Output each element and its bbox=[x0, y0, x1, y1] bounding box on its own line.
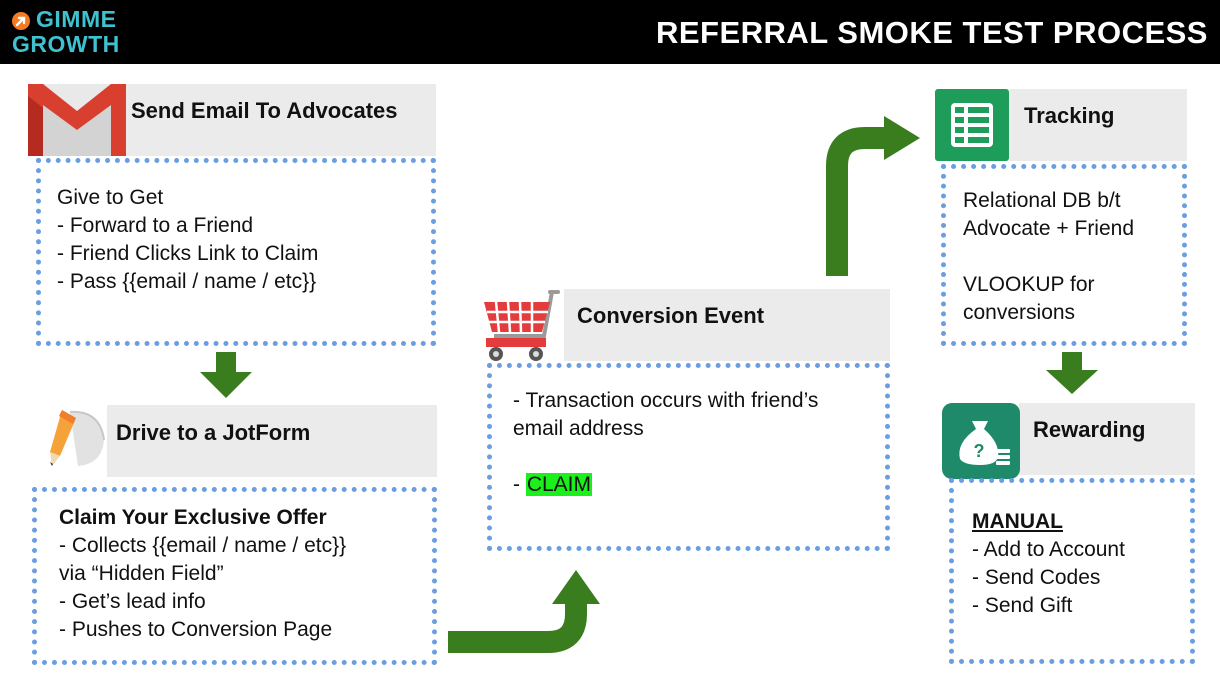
shopping-cart-icon bbox=[478, 288, 562, 369]
tracking-panel-header bbox=[1009, 89, 1187, 161]
gmail-icon bbox=[28, 84, 126, 161]
jotform-box bbox=[32, 487, 437, 665]
rewarding-title: Rewarding bbox=[1033, 417, 1146, 442]
tracking-line-3: VLOOKUP for bbox=[963, 273, 1095, 296]
jotform-line-3: - Get’s lead info bbox=[59, 590, 206, 613]
tracking-line-2: Advocate + Friend bbox=[963, 217, 1135, 240]
send-email-line-2: - Forward to a Friend bbox=[57, 214, 254, 237]
page-title: REFERRAL SMOKE TEST PROCESS bbox=[655, 15, 1208, 50]
rewarding-heading: MANUAL bbox=[972, 510, 1063, 533]
conversion-line-1: - Transaction occurs with friend’s bbox=[513, 389, 819, 412]
conversion-box bbox=[487, 363, 890, 551]
send-email-title: Send Email To Advocates bbox=[131, 98, 398, 123]
spreadsheet-icon bbox=[935, 89, 1009, 166]
tracking-line-1: Relational DB b/t bbox=[963, 189, 1121, 212]
claim-prefix: - bbox=[513, 473, 526, 496]
jotform-panel-header bbox=[107, 405, 437, 477]
rewarding-panel-header bbox=[1019, 403, 1195, 475]
jotform-line-2: via “Hidden Field” bbox=[59, 562, 224, 585]
jotform-line-4: - Pushes to Conversion Page bbox=[59, 618, 333, 641]
rewarding-line-2: - Send Codes bbox=[972, 566, 1101, 589]
down-arrow-icon bbox=[1046, 352, 1098, 399]
logo-arrow-icon bbox=[12, 12, 30, 30]
rewarding-line-1: - Add to Account bbox=[972, 538, 1125, 561]
rewarding-box bbox=[949, 478, 1195, 664]
send-email-box bbox=[36, 158, 436, 346]
claim-highlight: CLAIM bbox=[525, 473, 593, 496]
logo-text-line2: GROWTH bbox=[12, 31, 120, 57]
conversion-title: Conversion Event bbox=[577, 303, 765, 328]
bent-arrow-icon bbox=[448, 568, 613, 673]
tracking-box bbox=[941, 164, 1187, 346]
tracking-line-4: conversions bbox=[963, 301, 1076, 324]
conversion-panel-header bbox=[564, 289, 890, 361]
pencil-icon bbox=[48, 406, 106, 475]
down-arrow-icon bbox=[200, 352, 252, 403]
jotform-heading: Claim Your Exclusive Offer bbox=[59, 506, 327, 529]
send-email-line-3: - Friend Clicks Link to Claim bbox=[57, 242, 319, 265]
send-email-line-4: - Pass {{email / name / etc}} bbox=[57, 270, 317, 293]
jotform-line-1: - Collects {{email / name / etc}} bbox=[59, 534, 347, 557]
conversion-line-2: email address bbox=[513, 417, 644, 440]
jotform-title: Drive to a JotForm bbox=[116, 420, 311, 445]
header-bar: GIMME GROWTH REFERRAL SMOKE TEST PROCESS bbox=[0, 0, 1220, 64]
svg-text:?: ? bbox=[974, 441, 985, 461]
money-bag-icon: ? bbox=[942, 403, 1020, 484]
rewarding-line-3: - Send Gift bbox=[972, 594, 1073, 617]
logo-text-line1: GIMME bbox=[36, 6, 117, 32]
tracking-title: Tracking bbox=[1024, 103, 1115, 128]
conversion-claim-line: - CLAIM bbox=[513, 471, 593, 499]
bent-arrow-up-right-icon bbox=[820, 112, 922, 283]
send-email-line-1: Give to Get bbox=[57, 186, 164, 209]
